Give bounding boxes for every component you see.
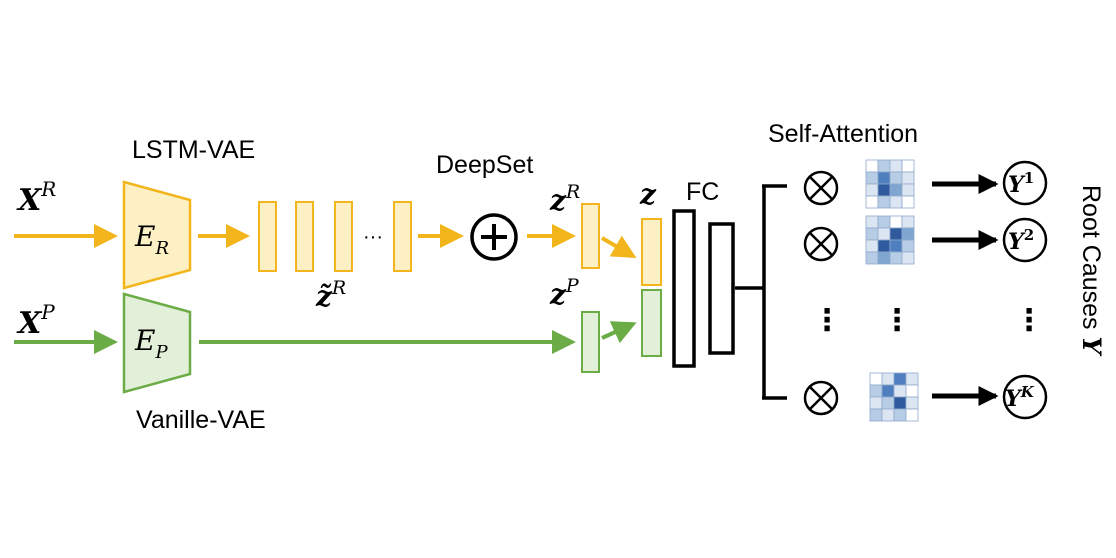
heatmap-cell: [889, 159, 903, 173]
latent-ellipsis: ···: [363, 226, 383, 248]
heatmap-cell: [865, 215, 879, 229]
lstm-vae-label: LSTM-VAE: [132, 136, 255, 164]
heatmap-cell: [877, 183, 891, 197]
z-lower-part: [641, 289, 662, 357]
heatmap-cell: [905, 384, 919, 398]
heatmap-cell: [889, 251, 903, 265]
heatmap-cell: [881, 372, 895, 386]
latent-r-bar-2: [295, 201, 314, 272]
root-causes-label: Root CausesY: [1077, 185, 1106, 357]
heatmap-cell: [877, 239, 891, 253]
heatmap-cell: [869, 408, 883, 422]
heatmap-cell: [881, 384, 895, 398]
heatmap-cell: [869, 384, 883, 398]
heatmap-cell: [893, 396, 907, 410]
otimes-icon-1: [803, 170, 839, 206]
heatmap-cell: [865, 171, 879, 185]
output-node-2: [1002, 217, 1048, 263]
heatmap-cell: [889, 227, 903, 241]
heatmap-cell: [865, 227, 879, 241]
encoder-p: [122, 292, 192, 394]
vanille-vae-label: Vanille-VAE: [136, 406, 266, 434]
otimes-icon-3: [803, 380, 839, 416]
heatmap-cell: [877, 227, 891, 241]
zr-symbol: zR: [549, 181, 580, 217]
zr-vector: [581, 203, 600, 269]
encoder-p-label: EP: [134, 324, 168, 363]
deepset-label: DeepSet: [436, 151, 533, 179]
yk-symbol: YK: [1005, 383, 1035, 412]
heatmap-cell: [889, 195, 903, 209]
fc-layer-1: [672, 209, 696, 368]
heatmap-cell: [905, 372, 919, 386]
heatmap-cell: [901, 239, 915, 253]
heatmap-cell: [901, 251, 915, 265]
heatmap-cell: [865, 251, 879, 265]
heatmap-cell: [901, 159, 915, 173]
encoder-r: [122, 180, 192, 290]
heatmap-cell: [877, 251, 891, 265]
zr-to-z-arrow: [600, 235, 637, 259]
attention-heatmap-2: [865, 215, 915, 265]
heatmap-cell: [889, 215, 903, 229]
latent-r-bar-3: [334, 201, 353, 272]
heatmap-cell: [869, 396, 883, 410]
attention-heatmap-3: [869, 372, 919, 422]
heatmap-cell: [901, 215, 915, 229]
heatmap-cell: [877, 171, 891, 185]
heatmap-cell: [889, 239, 903, 253]
xp-symbol: XP: [16, 300, 55, 341]
zp-vector: [581, 311, 600, 373]
heatmap-cell: [893, 408, 907, 422]
heatmap-cell: [889, 183, 903, 197]
z-symbol: z: [639, 178, 657, 211]
heatmap-cell: [901, 227, 915, 241]
heatmap-cell: [877, 195, 891, 209]
heatmap-cell: [865, 239, 879, 253]
heatmap-cell: [881, 408, 895, 422]
zp-symbol: zP: [549, 275, 580, 311]
z-upper-part: [641, 218, 662, 286]
heatmap-cell: [901, 183, 915, 197]
fc-label: FC: [686, 178, 719, 206]
vdots-heatmap: ⋮: [882, 304, 912, 337]
encoder-r-label: ER: [134, 220, 169, 259]
vdots-otimes: ⋮: [812, 304, 842, 337]
output-node-k: [1002, 374, 1048, 420]
self-attention-label: Self-Attention: [768, 120, 918, 148]
latent-r-bar-4: [393, 201, 412, 272]
heatmap-cell: [877, 215, 891, 229]
y2-symbol: Y2: [1008, 226, 1034, 255]
heatmap-cell: [905, 408, 919, 422]
heatmap-cell: [865, 183, 879, 197]
heatmap-cell: [865, 159, 879, 173]
heatmap-cell: [865, 195, 879, 209]
heatmap-cell: [905, 396, 919, 410]
xr-symbol: XR: [16, 177, 56, 218]
vdots-output: ⋮: [1014, 304, 1044, 337]
heatmap-cell: [877, 159, 891, 173]
heatmap-cell: [869, 372, 883, 386]
otimes-icon-2: [803, 226, 839, 262]
heatmap-cell: [889, 171, 903, 185]
z-tilde-r-symbol: z̃R: [315, 277, 346, 313]
heatmap-cell: [893, 372, 907, 386]
attention-heatmap-1: [865, 159, 915, 209]
heatmap-cell: [893, 384, 907, 398]
y1-symbol: Y1: [1008, 169, 1034, 198]
output-node-1: [1002, 160, 1048, 206]
latent-r-bar-1: [258, 201, 277, 272]
heatmap-cell: [881, 396, 895, 410]
heatmap-cell: [901, 171, 915, 185]
fc-layer-2: [708, 222, 735, 355]
heatmap-cell: [901, 195, 915, 209]
zp-to-z-arrow: [601, 321, 637, 344]
